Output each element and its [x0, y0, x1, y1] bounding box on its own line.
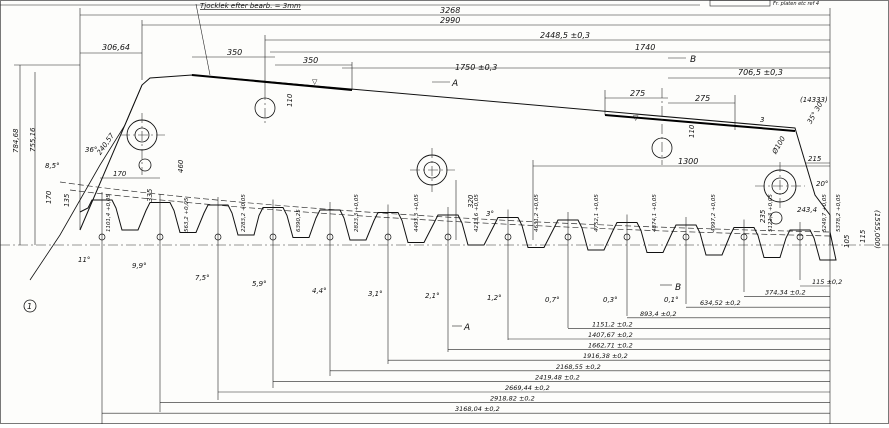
item-balloon	[23, 299, 37, 313]
tooth-label: 4631,2 +0,05	[534, 194, 540, 232]
machined-face-2	[604, 114, 796, 132]
dim-3deg: 3°	[486, 210, 494, 218]
dim-320: 320	[467, 194, 475, 208]
tooth-label: 563,2 +0,05	[184, 197, 190, 232]
angle-label: 11°	[78, 256, 90, 264]
angle-label: 5,9°	[252, 280, 267, 288]
dim-306: 306,64	[102, 43, 130, 52]
bottom-dim: 1407,67 ±0,2	[588, 331, 633, 339]
dim-1300: 1300	[678, 157, 698, 166]
dim-350b: 350	[303, 56, 318, 65]
dim-243: 243,4	[797, 206, 817, 214]
dim-215: 215	[808, 155, 822, 163]
tooth-label: 4752,1 +0,05	[594, 194, 600, 232]
tooth-label: 2823,3 +0,05	[354, 194, 360, 232]
tooth-label: 4874,1 +0,05	[652, 194, 658, 232]
tooth-label: 6390,25	[296, 209, 302, 232]
tooth-label: 5378,2 +0,05	[836, 194, 842, 232]
angle-labels: 11° 9,9° 7,5° 5,9° 4,4° 3,1° 2,1° 1,2° 0…	[78, 256, 679, 304]
bottom-dim: 2669,44 ±0,2	[505, 384, 550, 392]
item-ref: 1	[27, 302, 32, 311]
hole-left-small	[138, 158, 152, 172]
dim-20deg: 20°	[816, 180, 828, 188]
bottom-dim: 2419,48 ±0,2	[535, 373, 580, 381]
dim-460: 460	[177, 159, 185, 173]
dim-170b: 170	[45, 190, 53, 204]
title-block-text: Fr. platen etc ref 4	[773, 1, 819, 7]
tooth-profile	[79, 199, 837, 261]
angle-label: 0,1°	[664, 296, 679, 304]
tooth-label: 5249,7 +0,05	[822, 194, 828, 232]
dim-235: 235	[759, 209, 767, 223]
dim-2448: 2448,5 ±0,3	[540, 31, 590, 40]
dim-170a: 170	[113, 170, 127, 178]
dim-706: 706,5 ±0,3	[738, 68, 783, 77]
dim-d100: Ø100	[770, 135, 787, 157]
angle-label: 0,7°	[545, 296, 560, 304]
dim-3: 3	[760, 116, 764, 124]
dim-275a: 275	[630, 89, 645, 98]
surface-finish-mark: ▽	[312, 78, 318, 86]
dim-135: 135	[63, 193, 71, 207]
bottom-dim: 634,52 ±0,2	[700, 299, 741, 307]
dim-14333: (14333)	[800, 96, 828, 104]
section-b-bottom: B	[675, 283, 681, 293]
tooth-label: 4213,6 +0,05	[474, 194, 480, 232]
note-leader	[195, 3, 211, 76]
bottom-dim: 1151,2 ±0,2	[592, 320, 633, 328]
bottom-dim: 2168,55 ±0,2	[556, 363, 601, 371]
angle-label: 0,3°	[603, 296, 618, 304]
angle-label: 7,5°	[195, 274, 210, 282]
tooth-label: 5121,3 +0,05	[768, 194, 774, 232]
bottom-dim: 3168,04 ±0,2	[455, 405, 500, 413]
section-b-top: B	[690, 55, 696, 65]
left-flank	[29, 84, 143, 281]
dim-110a: 110	[286, 93, 294, 107]
bottom-dim: 115 ±0,2	[812, 278, 842, 286]
dim-1740: 1740	[635, 43, 655, 52]
angle-label: 2,1°	[425, 292, 440, 300]
bottom-dimension-lines	[102, 285, 830, 414]
title-block-stub	[709, 0, 771, 7]
dim-1555: (1555,000)	[873, 210, 881, 249]
dim-350a: 350	[227, 48, 242, 57]
dim-2990: 2990	[440, 16, 460, 25]
bottom-dim: 2918,82 ±0,2	[490, 395, 535, 403]
machined-face-1	[191, 74, 353, 91]
section-a-bottom: A	[463, 323, 470, 333]
tooth-label: 2283,2 +0,05	[241, 194, 247, 232]
tooth-labels: 1101,4 +0,05 563,2 +0,05 2283,2 +0,05 63…	[106, 194, 842, 232]
bottom-dimensions: 115 ±0,2 374,34 ±0,2 634,52 ±0,2 893,4 ±…	[455, 278, 842, 413]
angle-label: 9,9°	[132, 262, 147, 270]
angle-label: 1,2°	[487, 294, 502, 302]
tooth-label: 4493,3 +0,05	[414, 194, 420, 232]
bottom-dim: 1662,71 ±0,2	[588, 342, 633, 350]
dim-755: 755,16	[29, 127, 37, 152]
thickness-note: Tjocklek efter bearb. = 3mm	[200, 2, 301, 10]
section-a-top: A	[451, 79, 458, 89]
dim-335: 335	[146, 188, 154, 202]
pitch-curve-2	[69, 189, 831, 237]
angle-label: 4,4°	[312, 287, 327, 295]
dim-1750: 1750 ±0,3	[455, 63, 497, 72]
dim-3268: 3268	[440, 6, 460, 15]
angle-label: 3,1°	[368, 290, 383, 298]
bottom-dim: 1916,38 ±0,2	[583, 352, 628, 360]
dim-36deg: 36°	[85, 146, 97, 154]
tooth-label: 1101,4 +0,05	[106, 194, 112, 232]
bottom-dim: 374,34 ±0,2	[765, 289, 806, 297]
dim-8deg: 8,5°	[45, 162, 60, 170]
dim-110b: 110	[688, 124, 696, 138]
hole-right-small	[769, 211, 783, 225]
dim-784: 784,68	[12, 128, 20, 153]
bottom-dim: 893,4 ±0,2	[640, 310, 676, 318]
pitch-curve	[59, 181, 831, 233]
dim-105r: 105	[843, 234, 851, 248]
tooth-label: 4997,2 +0,05	[711, 194, 717, 232]
dim-275b: 275	[695, 94, 710, 103]
part-outline	[79, 74, 831, 245]
dim-115r: 115	[859, 229, 867, 243]
